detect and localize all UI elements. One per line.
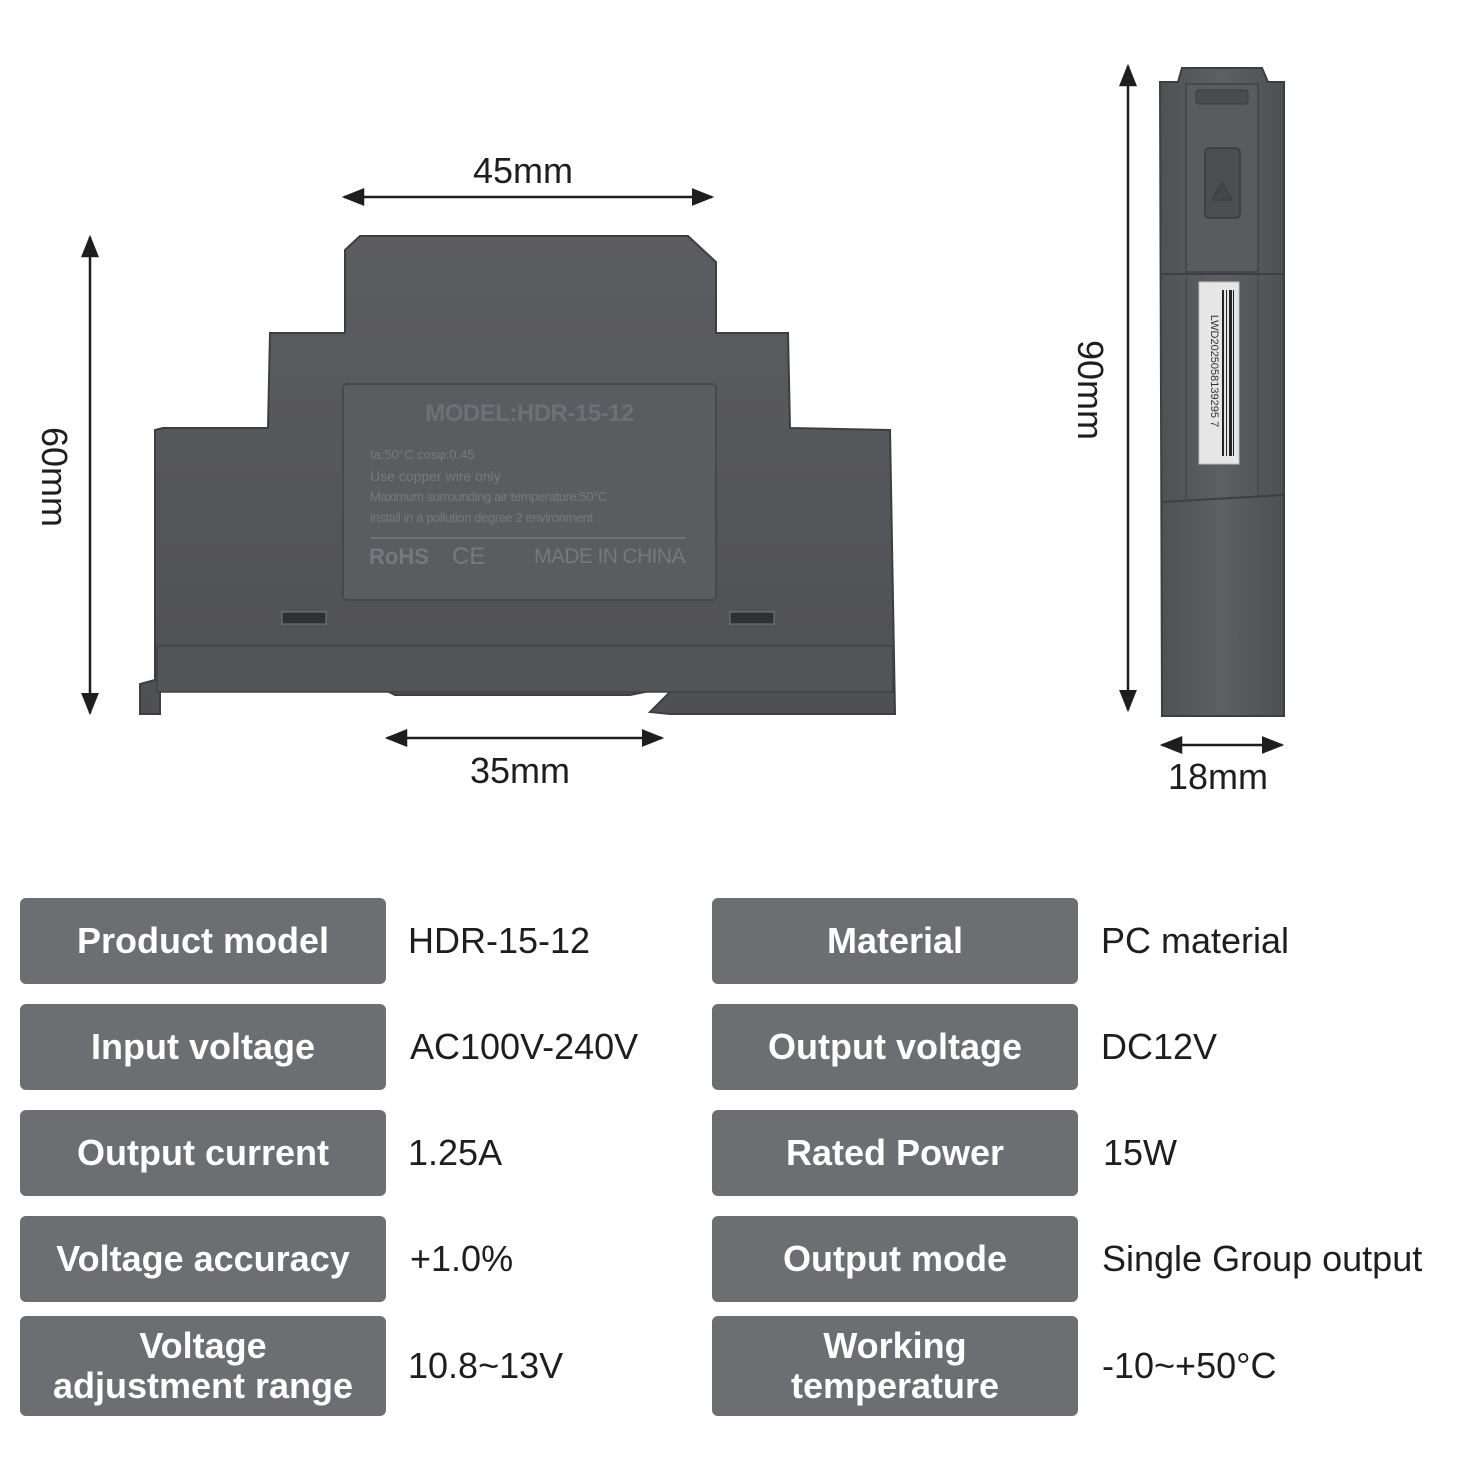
spec-key-rated-power: Rated Power <box>712 1110 1078 1196</box>
spec-key-material: Material <box>712 898 1078 984</box>
label-line-2: Use copper wire only <box>370 468 501 484</box>
dim-label-90mm: 90mm <box>1070 340 1111 441</box>
spec-value-product-model: HDR-15-12 <box>408 920 591 961</box>
spec-key-line: Working <box>823 1325 967 1366</box>
spec-key-line: Voltage <box>139 1325 267 1366</box>
spec-key-voltage-adjustment-range: Voltage adjustment range <box>20 1316 386 1416</box>
spec-value-working-temperature: -10~+50°C <box>1102 1345 1277 1386</box>
label-model: MODEL:HDR-15-12 <box>425 400 634 427</box>
spec-key-output-mode: Output mode <box>712 1216 1078 1302</box>
spec-key-output-voltage: Output voltage <box>712 1004 1078 1090</box>
barcode-bars <box>1222 290 1234 456</box>
barcode-sticker <box>1198 281 1240 465</box>
spec-value-output-voltage: DC12V <box>1101 1026 1218 1067</box>
spec-key-working-temperature: Working temperature <box>712 1316 1078 1416</box>
front-slot-right <box>729 611 775 625</box>
label-line-1: ta:50°C cosφ:0.45 <box>370 447 475 462</box>
spec-key-voltage-accuracy: Voltage accuracy <box>20 1216 386 1302</box>
label-line-3: Maximum surrounding air temperature:50°C <box>370 489 608 504</box>
spec-key-product-model: Product model <box>20 898 386 984</box>
dim-label-18mm: 18mm <box>1168 756 1269 797</box>
dim-label-35mm: 35mm <box>470 750 571 791</box>
spec-value-rated-power: 15W <box>1103 1132 1178 1173</box>
label-line-4: install in a pollution degree 2 environm… <box>370 510 593 525</box>
spec-value-output-mode: Single Group output <box>1102 1238 1423 1279</box>
dim-label-45mm: 45mm <box>473 150 574 191</box>
barcode-text: LWD2025058139295 7 <box>1208 314 1220 428</box>
rohs-mark: RoHS <box>369 544 429 569</box>
spec-key-input-voltage: Input voltage <box>20 1004 386 1090</box>
dim-label-60mm: 60mm <box>34 427 75 528</box>
spec-value-voltage-adjustment-range: 10.8~13V <box>408 1345 564 1386</box>
product-dimension-figure: MODEL:HDR-15-12 ta:50°C cosφ:0.45 Use co… <box>34 63 1285 797</box>
spec-value-input-voltage: AC100V-240V <box>410 1026 639 1067</box>
spec-key-line: adjustment range <box>52 1365 354 1406</box>
front-slot-left <box>281 611 327 625</box>
front-device-base <box>156 645 894 693</box>
made-in-label: MADE IN CHINA <box>534 545 685 568</box>
ce-mark: CE <box>452 543 486 570</box>
spec-key-output-current: Output current <box>20 1110 386 1196</box>
spec-value-output-current: 1.25A <box>408 1132 503 1173</box>
front-label-plate <box>342 383 717 601</box>
spec-key-line: temperature <box>790 1365 1000 1406</box>
spec-value-material: PC material <box>1101 920 1290 961</box>
dimension-drawing <box>81 63 1285 754</box>
spec-value-voltage-accuracy: +1.0% <box>410 1238 514 1279</box>
